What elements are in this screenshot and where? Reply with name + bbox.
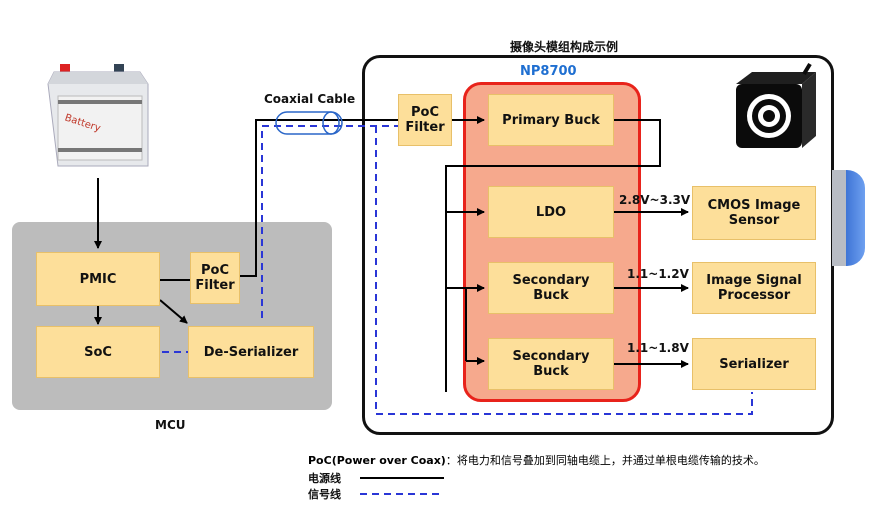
chip-label: NP8700 bbox=[520, 64, 577, 79]
battery-image bbox=[44, 62, 152, 174]
voltage-ldo-label: 2.8V~3.3V bbox=[619, 193, 691, 207]
cmos-sensor-block: CMOS Image Sensor bbox=[692, 186, 816, 240]
voltage-buck2-label: 1.1~1.8V bbox=[627, 341, 689, 355]
poc-filter-cam-block: PoC Filter bbox=[398, 94, 452, 146]
soc-block: SoC bbox=[36, 326, 160, 378]
isp-block: Image Signal Processor bbox=[692, 262, 816, 314]
secondary-buck-block-2: Secondary Buck bbox=[488, 338, 614, 390]
poc-note: PoC(Power over Coax)：将电力和信号叠加到同轴电缆上，并通过单… bbox=[308, 452, 765, 468]
diagram-title: 摄像头模组构成示例 bbox=[510, 40, 619, 54]
pmic-block: PMIC bbox=[36, 252, 160, 306]
deserializer-block: De-Serializer bbox=[188, 326, 314, 378]
primary-buck-block: Primary Buck bbox=[488, 94, 614, 146]
mcu-label: MCU bbox=[155, 418, 186, 432]
camera-icon bbox=[732, 62, 822, 152]
coax-cable-label: Coaxial Cable bbox=[264, 92, 356, 106]
legend-power-label: 电源线 bbox=[308, 472, 341, 485]
secondary-buck-block-1: Secondary Buck bbox=[488, 262, 614, 314]
voltage-buck1-label: 1.1~1.2V bbox=[627, 267, 689, 281]
camera-lens-mount bbox=[832, 170, 846, 266]
poc-note-term: PoC(Power over Coax) bbox=[308, 454, 446, 467]
poc-filter-mcu-block: PoC Filter bbox=[190, 252, 240, 304]
serializer-block: Serializer bbox=[692, 338, 816, 390]
legend-signal-label: 信号线 bbox=[308, 488, 341, 501]
ldo-block: LDO bbox=[488, 186, 614, 238]
poc-note-desc: ：将电力和信号叠加到同轴电缆上，并通过单根电缆传输的技术。 bbox=[445, 454, 765, 467]
